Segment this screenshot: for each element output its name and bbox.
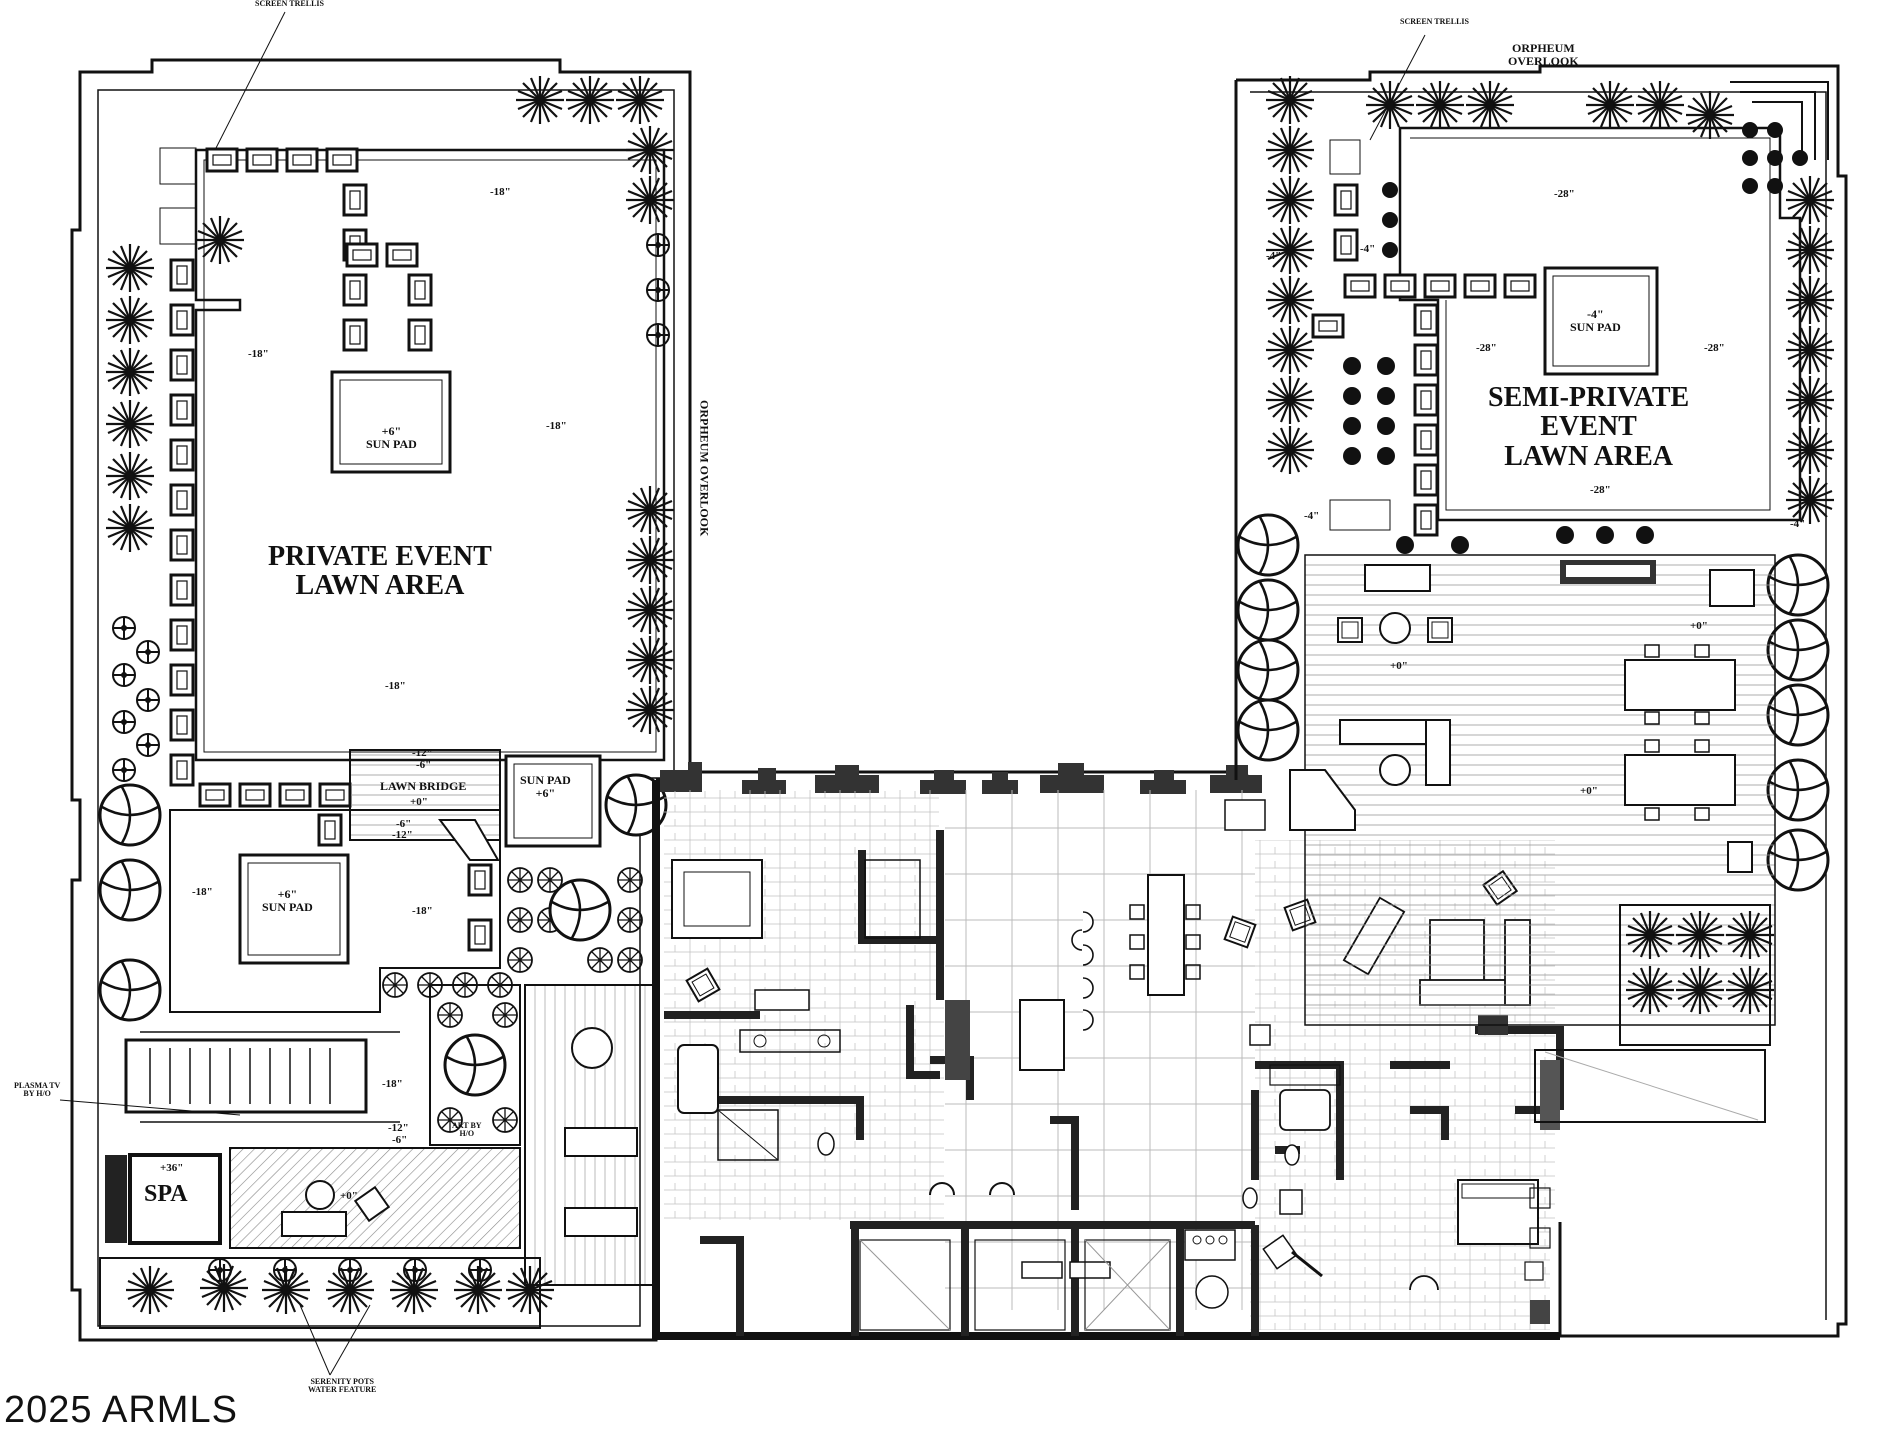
level-marker: -28": [1590, 484, 1611, 496]
level-marker: -28": [1476, 342, 1497, 354]
level-marker: +0": [1580, 785, 1598, 797]
level-marker: -12": [388, 1122, 409, 1134]
level-marker: -18": [546, 420, 567, 432]
left-wing: [59, 11, 692, 1376]
level-marker: +0": [1390, 660, 1408, 672]
sun-pad-bridge-label: SUN PAD +6": [520, 773, 571, 800]
level-marker: -4": [1266, 250, 1282, 262]
center-interior: [652, 762, 1564, 1340]
lawn-bridge-label: LAWN BRIDGE: [380, 779, 467, 793]
right-wing: [1224, 34, 1848, 1338]
level-marker: -18": [385, 680, 406, 692]
sun-pad-upper-label: +6" SUN PAD: [366, 424, 417, 451]
level-marker: -6": [416, 759, 432, 771]
level-marker: -18": [412, 905, 433, 917]
level-marker: -6": [392, 1134, 408, 1146]
level-marker: -4": [1790, 518, 1806, 530]
level-marker: -4": [1304, 510, 1320, 522]
serenity-pots-label: SERENITY POTS WATER FEATURE: [308, 1377, 377, 1395]
level-marker: -6": [396, 818, 412, 830]
lawn-bridge-level: +0": [410, 796, 428, 808]
screen-trellis-right-label: SCREEN TRELLIS: [1400, 17, 1469, 26]
sun-pad-right-label: -4" SUN PAD: [1570, 307, 1621, 334]
level-marker: -28": [1554, 188, 1575, 200]
level-marker: -12": [392, 829, 413, 841]
orpheum-overlook-side-label: ORPHEUM OVERLOOK: [697, 400, 712, 537]
sun-pad-lower-label: +6" SUN PAD: [262, 887, 313, 914]
level-marker: +0": [1690, 620, 1708, 632]
level-marker: -28": [1704, 342, 1725, 354]
screen-trellis-left-label: SCREEN TRELLIS: [255, 0, 324, 8]
level-marker: -18": [192, 886, 213, 898]
spa-level: +36": [160, 1162, 184, 1174]
level-marker: +0": [340, 1190, 358, 1202]
art-by-label: ART BY H/O: [452, 1121, 482, 1139]
plasma-tv-label: PLASMA TV BY H/O: [14, 1081, 61, 1099]
level-marker: -4": [1360, 243, 1376, 255]
copyright-watermark: 2025 ARMLS: [4, 1389, 238, 1431]
level-marker: -18": [490, 186, 511, 198]
level-marker: -12": [412, 747, 433, 759]
private-event-lawn-title: PRIVATE EVENT LAWN AREA: [268, 541, 492, 602]
semi-private-event-lawn-title: SEMI-PRIVATE EVENT LAWN AREA: [1488, 382, 1690, 472]
spa-label: SPA: [144, 1181, 188, 1207]
level-marker: -18": [248, 348, 269, 360]
orpheum-overlook-top-label: ORPHEUM OVERLOOK: [1508, 41, 1579, 68]
level-marker: -18": [382, 1078, 403, 1090]
